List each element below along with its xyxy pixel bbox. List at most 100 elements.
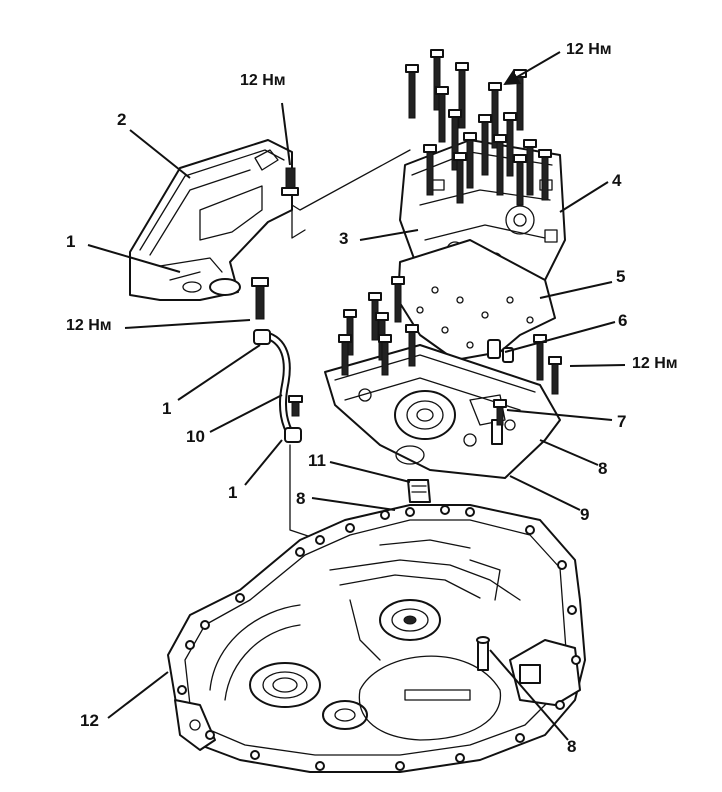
case-bolt-hole-13	[455, 753, 465, 763]
upper-bolt-4-shank	[438, 91, 446, 143]
case-bolt-hole-9	[567, 605, 577, 615]
callout-6: 6	[618, 311, 628, 330]
bolt-oil-pipe-lower	[288, 395, 303, 417]
torque-label-upper-bolts: 12 Нм	[566, 41, 612, 58]
part-2-strainer-cover	[129, 139, 293, 301]
case-bolt-hole-3	[295, 547, 305, 557]
upper-bolt-15-head	[453, 152, 467, 161]
upper-bolt-16-shank	[516, 159, 524, 206]
callout-1-pipe-lower: 1	[228, 483, 238, 502]
part-11-filter-screen	[407, 479, 431, 503]
upper-bolt-9-shank	[506, 117, 514, 177]
callout-12: 12	[80, 711, 99, 730]
upper-bolt-2-head	[430, 49, 444, 58]
torque-label-valve-body: 12 Нм	[632, 355, 678, 372]
bolt-part-2	[281, 167, 299, 196]
upper-bolt-9-head	[503, 112, 517, 121]
upper-bolt-8-head	[478, 114, 492, 123]
case-bolt-hole-11	[555, 700, 565, 710]
upper-bolt-15-shank	[456, 157, 464, 204]
part-12-transmission-case	[167, 504, 586, 773]
case-bolt-hole-4	[345, 523, 355, 533]
case-bolt-hole-6	[465, 507, 475, 517]
case-bolt-hole-20	[315, 535, 325, 545]
valve-body-bolt-10-head	[493, 399, 507, 408]
part-5-separator-plate	[397, 239, 556, 361]
case-bolt-hole-1	[200, 620, 210, 630]
upper-bolt-12-head	[523, 139, 537, 148]
valve-body-bolt-5-shank	[408, 329, 416, 367]
assembly-guide-line	[291, 149, 411, 239]
upper-bolt-3-shank	[458, 67, 466, 129]
upper-bolt-6-shank	[516, 74, 524, 131]
case-bolt-holes	[177, 505, 581, 771]
upper-bolt-3-head	[455, 62, 469, 71]
valve-body-bolt-9-shank	[551, 361, 559, 395]
case-bolt-hole-8	[557, 560, 567, 570]
valve-body-bolt-2-head	[343, 309, 357, 318]
middle-bolt-group	[338, 276, 562, 426]
leader-lines	[87, 51, 626, 741]
upper-bolt-5-head	[488, 82, 502, 91]
upper-bolt-10-shank	[466, 137, 474, 189]
case-bolt-hole-15	[315, 761, 325, 771]
case-bolt-hole-10	[571, 655, 581, 665]
upper-bolt-7-head	[448, 109, 462, 118]
upper-bolt-1-head	[405, 64, 419, 73]
upper-bolt-4-head	[435, 86, 449, 95]
valve-body-bolt-8-shank	[536, 339, 544, 381]
upper-bolt-12-shank	[526, 144, 534, 196]
upper-bolt-10-head	[463, 132, 477, 141]
valve-body-bolt-4-shank	[394, 281, 402, 323]
upper-bolt-11-head	[493, 134, 507, 143]
torque-label-cover-bolt: 12 Нм	[240, 72, 286, 89]
case-bolt-hole-22	[440, 505, 450, 515]
bolt-oil-pipe-upper	[251, 277, 269, 320]
upper-bolt-11-shank	[496, 139, 504, 196]
callout-8-case-top: 8	[296, 489, 306, 508]
case-bolt-hole-21	[380, 510, 390, 520]
case-bolt-hole-5	[405, 507, 415, 517]
upper-bolt-1-shank	[408, 69, 416, 119]
case-bolt-hole-14	[395, 761, 405, 771]
callout-10: 10	[186, 427, 205, 446]
valve-body-bolt-7-head	[378, 334, 392, 343]
valve-body-bolt-7-shank	[381, 339, 389, 376]
callout-7: 7	[617, 412, 627, 431]
callout-8-case-bottom: 8	[567, 737, 577, 756]
upper-bolt-8-shank	[481, 119, 489, 176]
case-bolt-hole-7	[525, 525, 535, 535]
valve-body-bolt-3-head	[375, 312, 389, 321]
valve-body-bolt-6-shank	[341, 339, 349, 376]
callout-4: 4	[612, 171, 622, 190]
callout-1-pipe-upper: 1	[162, 399, 172, 418]
callout-5: 5	[616, 267, 626, 286]
case-bolt-hole-18	[177, 685, 187, 695]
part-9-lower-valve-body	[324, 344, 561, 479]
valve-body-bolt-9-head	[548, 356, 562, 365]
case-bolt-hole-16	[250, 750, 260, 760]
valve-body-bolt-4-head	[391, 276, 405, 285]
callout-9: 9	[580, 505, 590, 524]
upper-bolt-16-head	[513, 154, 527, 163]
upper-bolt-13-shank	[541, 154, 549, 201]
case-bolt-hole-19	[185, 640, 195, 650]
case-bolt-hole-12	[515, 733, 525, 743]
callout-1-strainer: 1	[66, 232, 76, 251]
part-10-oil-pipe	[253, 329, 302, 443]
case-bolt-hole-17	[205, 730, 215, 740]
upper-bolt-14-shank	[426, 149, 434, 196]
valve-body-bolt-5-head	[405, 324, 419, 333]
upper-bolt-13-head	[538, 149, 552, 158]
torque-label-pipe-bolt: 12 Нм	[66, 317, 112, 334]
callout-2: 2	[117, 110, 127, 129]
upper-bolt-14-head	[423, 144, 437, 153]
case-bolt-hole-2	[235, 593, 245, 603]
callout-8-valve-body: 8	[598, 459, 608, 478]
callout-11: 11	[308, 451, 326, 470]
callout-3: 3	[339, 229, 349, 248]
valve-body-bolt-1-head	[368, 292, 382, 301]
valve-body-bolt-6-head	[338, 334, 352, 343]
upper-bolt-group	[405, 49, 552, 206]
